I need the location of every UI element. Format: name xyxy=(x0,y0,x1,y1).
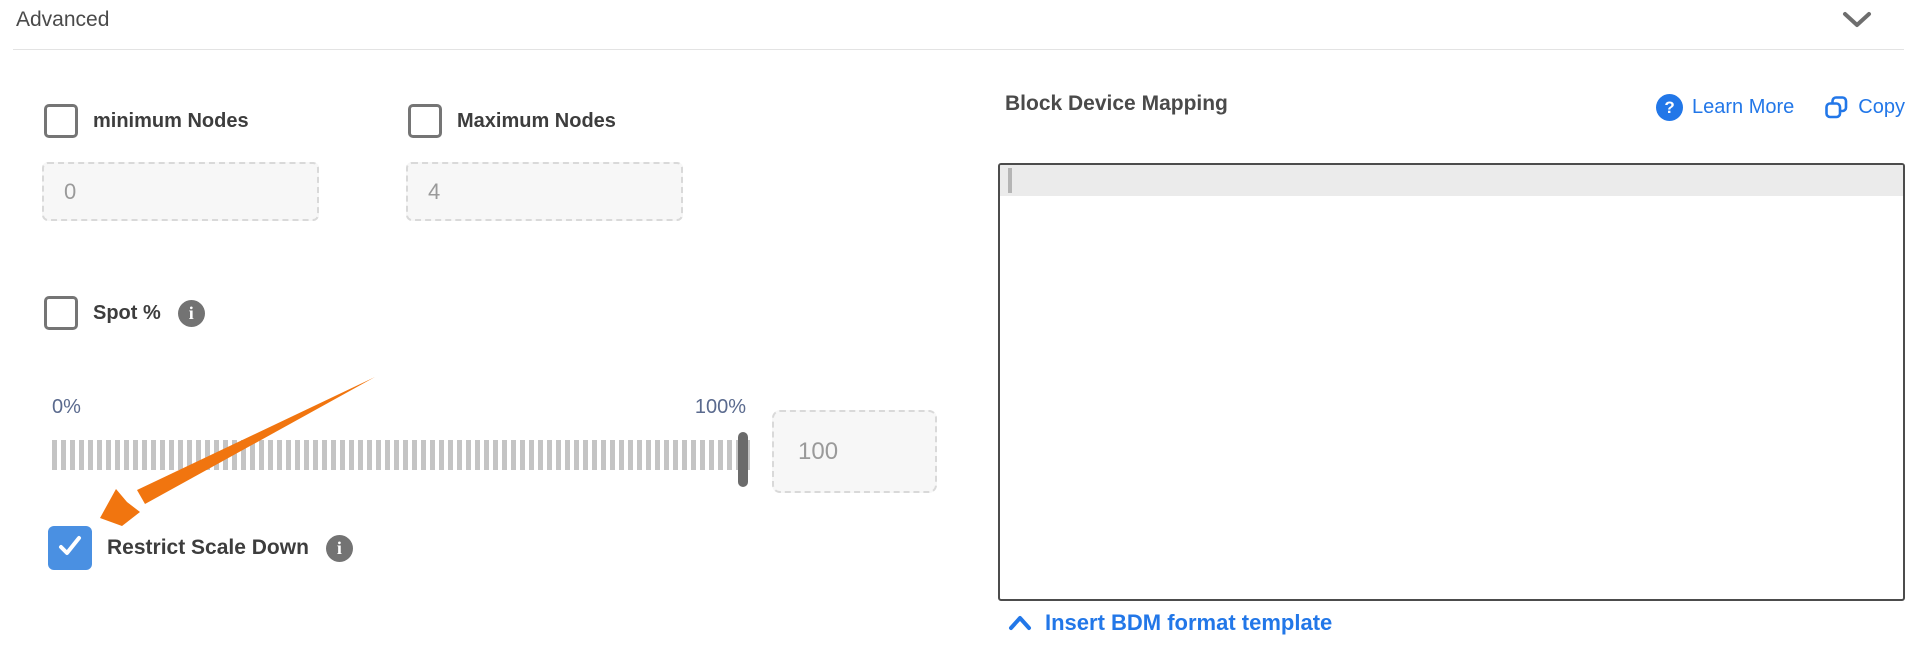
spot-info-icon[interactable]: i xyxy=(177,299,205,327)
minimum-nodes-input[interactable] xyxy=(42,162,319,221)
spot-percentage-value-input[interactable] xyxy=(772,410,937,493)
bdm-actions: ? Learn More Copy xyxy=(1656,94,1905,121)
checkmark-icon xyxy=(57,534,83,563)
copy-icon xyxy=(1824,95,1849,120)
restrict-scale-down-info-icon[interactable]: i xyxy=(325,534,353,562)
restrict-scale-down-checkbox[interactable] xyxy=(48,526,92,570)
minimum-nodes-group: minimum Nodes xyxy=(44,104,249,138)
maximum-nodes-label: Maximum Nodes xyxy=(457,109,616,132)
learn-more-label: Learn More xyxy=(1692,96,1795,118)
spot-percentage-label: Spot % xyxy=(93,301,161,324)
maximum-nodes-input[interactable] xyxy=(406,162,683,221)
slider-min-label: 0% xyxy=(52,396,81,418)
chevron-down-icon xyxy=(1842,11,1872,34)
minimum-nodes-label: minimum Nodes xyxy=(93,109,249,132)
insert-bdm-template-link[interactable]: Insert BDM format template xyxy=(1008,610,1332,636)
learn-more-link[interactable]: ? Learn More xyxy=(1656,94,1794,121)
slider-handle[interactable] xyxy=(738,432,748,487)
insert-bdm-template-label: Insert BDM format template xyxy=(1045,610,1333,635)
copy-button[interactable]: Copy xyxy=(1824,95,1905,120)
maximum-nodes-group: Maximum Nodes xyxy=(408,104,616,138)
restrict-scale-down-label: Restrict Scale Down xyxy=(107,536,309,559)
editor-cursor xyxy=(1008,168,1012,193)
minimum-nodes-checkbox[interactable] xyxy=(44,104,78,138)
spot-percentage-slider[interactable] xyxy=(52,440,750,470)
section-divider xyxy=(13,49,1904,50)
collapse-section-button[interactable] xyxy=(1840,8,1874,36)
maximum-nodes-checkbox[interactable] xyxy=(408,104,442,138)
section-title-advanced: Advanced xyxy=(16,8,110,31)
spot-percentage-checkbox[interactable] xyxy=(44,296,78,330)
editor-active-line xyxy=(1000,165,1903,196)
question-icon: ? xyxy=(1656,94,1684,121)
slider-range-labels: 0% 100% xyxy=(52,396,746,419)
chevron-up-icon xyxy=(1008,615,1032,631)
restrict-scale-down-group: Restrict Scale Down i xyxy=(48,526,353,570)
copy-label: Copy xyxy=(1858,96,1905,118)
bdm-editor[interactable] xyxy=(998,163,1905,601)
slider-max-label: 100% xyxy=(694,396,746,418)
spot-percentage-group: Spot % i xyxy=(44,296,205,330)
bdm-title: Block Device Mapping xyxy=(1005,92,1228,115)
